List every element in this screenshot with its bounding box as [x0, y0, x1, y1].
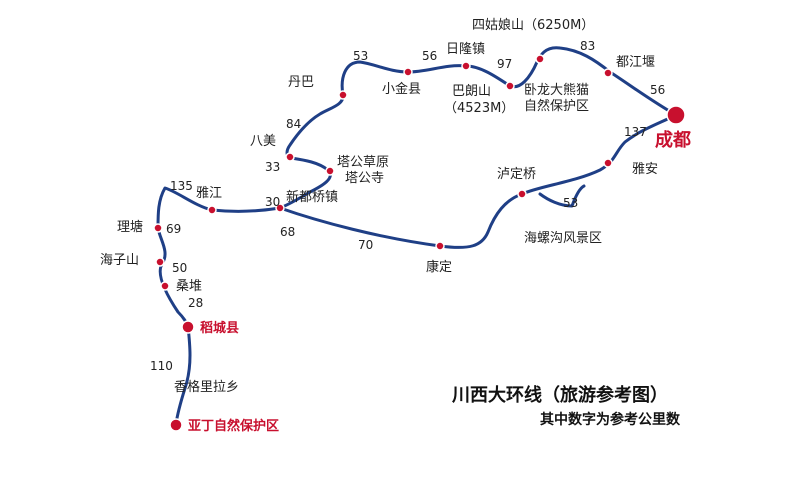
- label-rilong: 日隆镇: [446, 42, 485, 57]
- dist-wolong-rilong: 97: [497, 57, 512, 71]
- map-caption-subtitle: 其中数字为参考公里数: [540, 411, 681, 428]
- dist-tagong-xinduqiao: 30: [265, 195, 280, 209]
- dist-chengdu-dujiangyan: 56: [650, 83, 665, 97]
- dot-haizishan[interactable]: [155, 257, 165, 267]
- route-south-kangding: [278, 113, 678, 249]
- dist-lud-hailuogou: 53: [563, 196, 578, 210]
- dot-ludingqiao[interactable]: [517, 189, 527, 199]
- label-balang-alt: （4523M）: [444, 101, 514, 116]
- label-ludingqiao: 泸定桥: [497, 167, 536, 182]
- label-yajiang: 雅江: [196, 186, 222, 201]
- map-caption-title: 川西大环线（旅游参考图）: [451, 384, 668, 406]
- dot-danba[interactable]: [338, 90, 348, 100]
- label-wolong2: 自然保护区: [524, 98, 589, 114]
- label-haizishan: 海子山: [100, 253, 139, 268]
- dot-tagong[interactable]: [325, 166, 335, 176]
- label-wolong: 卧龙大熊猫: [524, 82, 589, 98]
- route-hailuogou: [538, 184, 586, 208]
- dot-litang[interactable]: [153, 223, 163, 233]
- dist-daocheng-yading: 110: [150, 359, 173, 373]
- label-siguniang: 四姑娘山（6250M）: [472, 18, 594, 33]
- route-yading: [174, 324, 192, 426]
- label-yading: 亚丁自然保护区: [188, 418, 279, 434]
- dist-xinduqiao-yajiang: 135: [170, 179, 193, 193]
- dot-yajiang[interactable]: [207, 205, 217, 215]
- label-sangdui: 桑堆: [176, 279, 202, 294]
- dot-sangdui[interactable]: [160, 281, 170, 291]
- label-yaan: 雅安: [632, 162, 658, 177]
- label-dujiangyan: 都江堰: [616, 55, 655, 70]
- dist-bamei-tagong: 33: [265, 160, 280, 174]
- dot-daocheng[interactable]: [181, 320, 195, 334]
- label-danba: 丹巴: [288, 75, 314, 90]
- dot-rilong[interactable]: [461, 61, 471, 71]
- dot-kangding[interactable]: [435, 241, 445, 251]
- label-balang: 巴朗山: [452, 84, 491, 99]
- dot-balang[interactable]: [505, 81, 515, 91]
- label-xinduqiao: 新都桥镇: [286, 189, 338, 205]
- dot-xinduqiao[interactable]: [275, 203, 285, 213]
- route-west: [156, 186, 282, 328]
- label-tagong1: 塔公草原: [337, 155, 389, 170]
- dot-xiaojin[interactable]: [403, 67, 413, 77]
- dot-yading[interactable]: [169, 418, 183, 432]
- dist-rilong-xiaojin: 56: [422, 49, 437, 63]
- label-litang: 理塘: [117, 219, 143, 235]
- dist-danba-bamei: 84: [286, 117, 301, 131]
- dist-yajiang-litang: 69: [166, 222, 181, 236]
- dot-chengdu[interactable]: [666, 105, 686, 125]
- label-bamei: 八美: [250, 134, 276, 149]
- dist-dujiangyan-wolong: 83: [580, 39, 595, 53]
- dot-yaan[interactable]: [603, 158, 613, 168]
- label-xiaojin: 小金县: [382, 81, 421, 97]
- dist-sangdui-daocheng: 28: [188, 296, 203, 310]
- dist-xinduqiao-kangding: 68: [280, 225, 295, 239]
- dot-dujiangyan[interactable]: [603, 68, 613, 78]
- label-shangrila: 香格里拉乡: [174, 379, 239, 395]
- dot-bamei[interactable]: [285, 152, 295, 162]
- dist-xiaojin-danba: 53: [353, 49, 368, 63]
- label-daocheng: 稻城县: [200, 320, 239, 336]
- dist-kangding-lud: 70: [358, 238, 373, 252]
- dist-litang-sangdui: 50: [172, 261, 187, 275]
- label-chengdu: 成都: [655, 129, 691, 151]
- label-tagong2: 塔公寺: [345, 171, 384, 186]
- dist-chengdu-yaan: 137: [624, 125, 647, 139]
- route-main-north: [278, 46, 678, 210]
- label-hailuogou: 海螺沟风景区: [524, 231, 602, 246]
- dot-wolong[interactable]: [535, 54, 545, 64]
- label-kangding: 康定: [426, 259, 452, 275]
